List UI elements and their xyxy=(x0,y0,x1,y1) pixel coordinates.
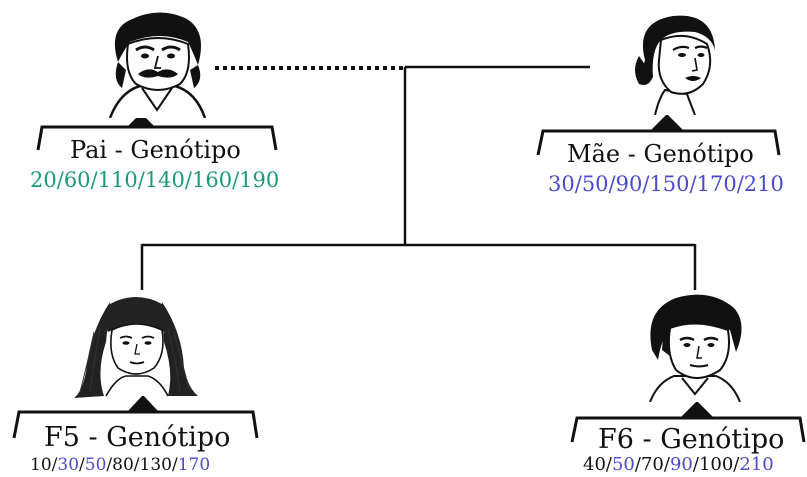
allele-separator: / xyxy=(133,455,140,475)
father-genotype: 20/60/110/140/160/190 xyxy=(30,168,279,192)
f6-allele: 40 xyxy=(583,454,606,475)
mother-allele: 150 xyxy=(649,172,690,196)
f5-allele: 130 xyxy=(139,455,172,475)
father-allele: 190 xyxy=(239,168,280,192)
father-allele: 160 xyxy=(191,168,233,192)
mother-allele: 210 xyxy=(743,172,784,196)
father-allele: 140 xyxy=(144,168,185,192)
f6-allele: 50 xyxy=(611,454,635,475)
f6-bracket xyxy=(570,401,806,443)
young-man-portrait-icon xyxy=(649,294,742,402)
allele-separator: / xyxy=(51,455,58,475)
f6-allele: 90 xyxy=(669,454,693,475)
f5-allele: 30 xyxy=(57,455,80,475)
f5-allele: 80 xyxy=(112,455,134,475)
allele-separator: / xyxy=(106,455,113,475)
mother-allele: 50 xyxy=(581,172,609,196)
mother-title: Mãe - Genótipo xyxy=(567,140,754,168)
father-title: Pai - Genótipo xyxy=(70,136,241,164)
allele-separator: / xyxy=(232,168,240,192)
allele-separator: / xyxy=(736,172,744,196)
woman-slicked-hair-portrait-icon xyxy=(635,15,715,115)
allele-separator: / xyxy=(689,172,697,196)
f5-allele: 170 xyxy=(177,455,211,475)
allele-separator: / xyxy=(692,454,699,475)
allele-separator: / xyxy=(184,168,192,192)
allele-separator: / xyxy=(137,168,145,192)
father-allele: 110 xyxy=(97,168,138,192)
f5-title: F5 - Genótipo xyxy=(44,422,231,453)
f6-genotype: 40/50/70/90/100/210 xyxy=(583,454,774,475)
f6-title: F6 - Genótipo xyxy=(598,424,785,455)
mother-allele: 170 xyxy=(696,172,737,196)
mother-bracket xyxy=(536,114,781,156)
allele-separator: / xyxy=(56,168,64,192)
mother-allele: 90 xyxy=(615,172,643,196)
allele-separator: / xyxy=(90,168,98,192)
man-with-mustache-portrait-icon xyxy=(108,12,207,118)
mother-allele: 30 xyxy=(548,172,575,196)
allele-separator: / xyxy=(79,455,85,475)
woman-long-hair-portrait-icon xyxy=(74,297,198,398)
f5-allele: 10 xyxy=(30,455,52,475)
allele-separator: / xyxy=(642,172,650,196)
f6-allele: 100 xyxy=(698,454,734,475)
allele-separator: / xyxy=(605,454,612,475)
father-allele: 60 xyxy=(63,168,91,192)
f5-genotype: 10/30/50/80/130/170 xyxy=(30,455,210,475)
f5-allele: 50 xyxy=(84,455,107,475)
allele-separator: / xyxy=(574,172,582,196)
mother-genotype: 30/50/90/150/170/210 xyxy=(548,172,784,196)
f6-allele: 210 xyxy=(739,454,774,475)
father-allele: 20 xyxy=(30,168,57,192)
allele-separator: / xyxy=(733,454,740,475)
allele-separator: / xyxy=(608,172,616,196)
allele-separator: / xyxy=(171,455,178,475)
allele-separator: / xyxy=(634,454,641,475)
father-bracket xyxy=(36,113,278,151)
f5-bracket xyxy=(12,395,259,439)
allele-separator: / xyxy=(663,454,670,475)
f6-allele: 70 xyxy=(640,454,664,475)
